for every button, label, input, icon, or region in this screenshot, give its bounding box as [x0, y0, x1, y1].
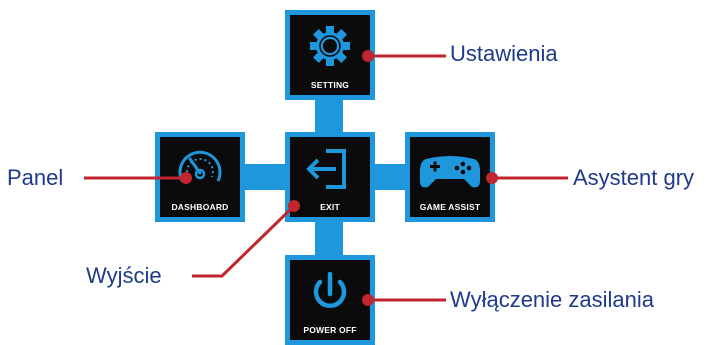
power-off-callout-text: Wyłączenie zasilania [450, 287, 655, 312]
dashboard-button[interactable]: DASHBOARD [155, 132, 245, 222]
game-assist-button[interactable]: GAME ASSIST [405, 132, 495, 222]
gear-icon [310, 26, 350, 66]
exit-label: EXIT [320, 202, 340, 212]
power-icon [313, 271, 347, 309]
dashboard-callout-dot [180, 172, 192, 184]
setting-callout-text: Ustawienia [450, 41, 558, 66]
speedometer-icon [178, 150, 222, 182]
power-off-label: POWER OFF [303, 325, 357, 335]
game-assist-callout-dot [486, 172, 498, 184]
exit-callout-dot [288, 200, 300, 212]
gamepad-icon [420, 156, 480, 188]
exit-callout-line [192, 204, 296, 278]
setting-button[interactable]: SETTING [285, 10, 375, 100]
power-off-button[interactable]: POWER OFF [285, 255, 375, 345]
setting-callout-dot [362, 50, 374, 62]
exit-icon [306, 149, 346, 189]
setting-label: SETTING [310, 80, 350, 90]
dashboard-label: DASHBOARD [171, 202, 229, 212]
game-assist-label: GAME ASSIST [419, 202, 481, 212]
dashboard-callout-text: Panel [7, 165, 64, 190]
exit-button[interactable]: EXIT [285, 132, 375, 222]
game-assist-callout-text: Asystent gry [573, 165, 695, 190]
exit-callout-text: Wyjście [86, 263, 162, 288]
power-off-callout-dot [362, 294, 374, 306]
